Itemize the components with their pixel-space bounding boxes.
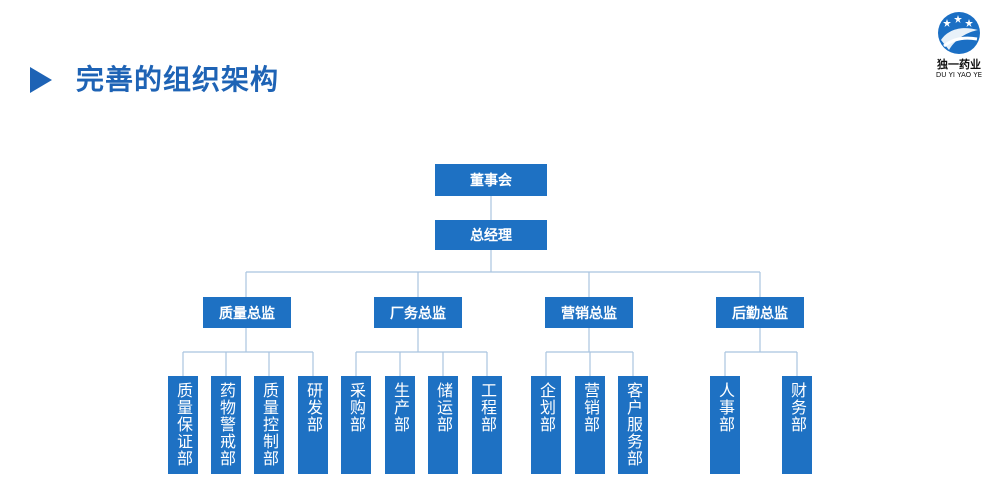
company-logo: 独一药业 DU YI YAO YE (926, 10, 992, 84)
node-label: 生产部 (391, 382, 410, 433)
org-node-department: 药物警戒部 (211, 376, 241, 474)
org-node-department: 企划部 (531, 376, 561, 474)
org-node-department: 生产部 (385, 376, 415, 474)
node-label: 客户服务部 (624, 382, 643, 467)
org-node-general-manager: 总经理 (435, 220, 547, 250)
node-label: 后勤总监 (732, 305, 788, 322)
org-node-department: 财务部 (782, 376, 812, 474)
logo-english-name: DU YI YAO YE (935, 71, 983, 79)
org-node-department: 客户服务部 (618, 376, 648, 474)
node-label: 厂务总监 (390, 305, 446, 322)
org-node-quality-director: 质量总监 (203, 297, 291, 328)
node-label: 药物警戒部 (217, 382, 236, 467)
org-node-department: 人事部 (710, 376, 740, 474)
node-label: 采购部 (347, 382, 366, 433)
node-label: 人事部 (716, 382, 735, 433)
node-label: 营销总监 (561, 305, 617, 322)
org-node-department: 工程部 (472, 376, 502, 474)
node-label: 董事会 (470, 173, 512, 189)
org-node-department: 质量保证部 (168, 376, 198, 474)
org-node-department: 采购部 (341, 376, 371, 474)
org-node-department: 营销部 (575, 376, 605, 474)
node-label: 企划部 (537, 382, 556, 433)
org-node-board: 董事会 (435, 164, 547, 196)
node-label: 财务部 (788, 382, 807, 433)
globe-logo-icon (938, 12, 980, 54)
org-node-logistics-director: 后勤总监 (716, 297, 804, 328)
node-label: 质量控制部 (260, 382, 279, 467)
org-node-marketing-director: 营销总监 (545, 297, 633, 328)
node-label: 质量总监 (219, 305, 275, 322)
node-label: 营销部 (581, 382, 600, 433)
page-title: 完善的组织架构 (76, 63, 280, 96)
logo-chinese-name: 独一药业 (937, 58, 981, 71)
node-label: 工程部 (478, 382, 497, 433)
org-node-department: 储运部 (428, 376, 458, 474)
org-node-department: 质量控制部 (254, 376, 284, 474)
title-arrow-icon (30, 67, 52, 93)
org-node-factory-director: 厂务总监 (374, 297, 462, 328)
node-label: 总经理 (470, 228, 512, 244)
node-label: 研发部 (304, 382, 323, 433)
node-label: 质量保证部 (174, 382, 193, 467)
node-label: 储运部 (434, 382, 453, 433)
org-node-department: 研发部 (298, 376, 328, 474)
